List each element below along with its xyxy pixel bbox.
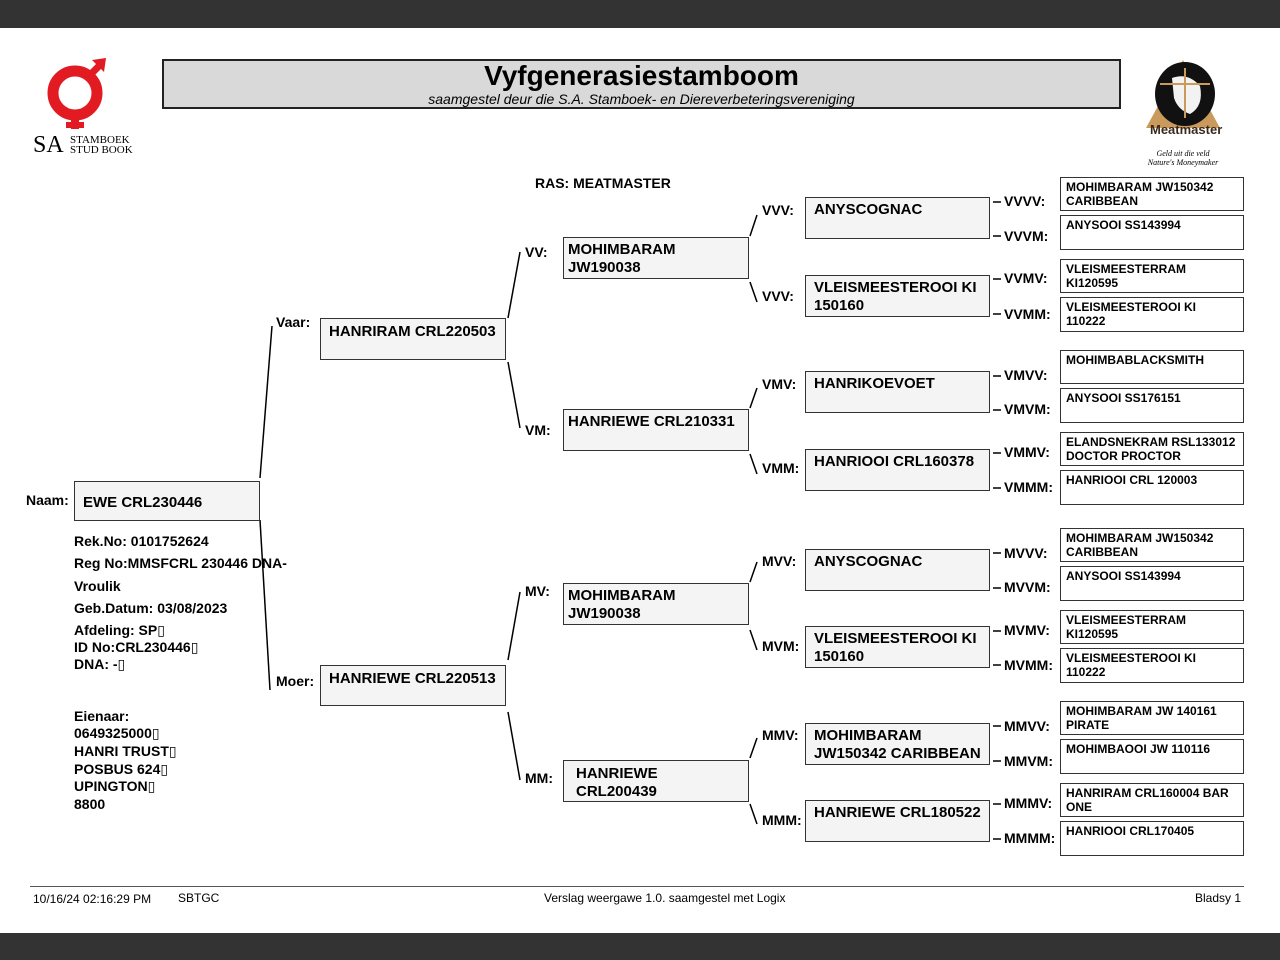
footer-report: Verslag weergawe 1.0. saamgestel met Log… [544,891,786,905]
vvv-label: VVV: [762,202,794,218]
vv-box: MOHIMBARAM JW190038 [563,237,749,279]
vvmm-label: VVMM: [1004,306,1051,322]
vvmv-box: VLEISMEESTERRAM KI120595 [1060,259,1244,293]
mvvm-label: MVVM: [1004,579,1051,595]
vmvm-box: ANYSOOI SS176151 [1060,388,1244,423]
vmvv-box: MOHIMBABLACKSMITH [1060,350,1244,384]
footer-page: Bladsy 1 [1195,891,1242,905]
sa-logo-studbook: STUD BOOK [70,144,133,156]
vmm-label: VMM: [762,460,800,476]
sa-logo-stamboek: STAMBOEK [70,134,130,146]
report-title: Vyfgenerasiestamboom [484,60,799,91]
mmm-label: MMM: [762,812,802,828]
mvvv-box: MOHIMBARAM JW150342 CARIBBEAN [1060,528,1244,562]
vmm-box: HANRIOOI CRL160378 [805,449,990,491]
vvvv-box: MOHIMBARAM JW150342 CARIBBEAN [1060,177,1244,211]
mm-box: HANRIEWE CRL200439 [563,760,749,802]
report-subtitle: saamgestel deur die S.A. Stamboek- en Di… [428,91,855,107]
sire-box: HANRIRAM CRL220503 [320,318,506,360]
mvm-label: MVM: [762,638,800,654]
reg-no: Reg No:MMSFCRL 230446 DNA- [74,555,287,571]
vm-box: HANRIEWE CRL210331 [563,409,749,451]
vv-label: VV: [525,244,548,260]
owner-phone: 0649325000▯ [74,725,160,741]
mmv-box: MOHIMBARAM JW150342 CARIBBEAN [805,723,990,765]
owner-box: POSBUS 624▯ [74,761,169,777]
birth-date: Geb.Datum: 03/08/2023 [74,600,228,616]
vvm-box: VLEISMEESTEROOI KI 150160 [805,275,990,317]
naam-label: Naam: [26,492,69,508]
owner-postcode: 8800 [74,796,106,812]
mmmv-label: MMMV: [1004,795,1053,811]
vmv-box: HANRIKOEVOET [805,371,990,413]
dam-box: HANRIEWE CRL220513 [320,665,506,706]
mmmm-label: MMMM: [1004,830,1056,846]
vvvm-box: ANYSOOI SS143994 [1060,215,1244,250]
vvvm-label: VVVM: [1004,228,1049,244]
vvvv-label: VVVV: [1004,193,1046,209]
viewer-bottom-bar [0,933,1280,960]
vvv-box: ANYSCOGNAC [805,197,990,239]
subject-animal-box: EWE CRL230446 [74,481,260,521]
mmvv-box: MOHIMBARAM JW 140161 PIRATE [1060,701,1244,735]
meatmaster-tagline-1: Geld uit die veld [1156,149,1210,158]
vmmv-box: ELANDSNEKRAM RSL133012 DOCTOR PROCTOR [1060,432,1244,466]
owner-label: Eienaar: [74,708,130,724]
footer-datetime: 10/16/24 02:16:29 PM [33,892,152,906]
meatmaster-tagline-2: Nature's Moneymaker [1147,158,1219,167]
department: Afdeling: SP▯ [74,622,165,638]
mvmm-label: MVMM: [1004,657,1053,673]
mmv-label: MMV: [762,727,799,743]
meatmaster-brand-text: Meatmaster [1150,122,1222,137]
mvm-box: VLEISMEESTEROOI KI 150160 [805,626,990,668]
vmmm-box: HANRIOOI CRL 120003 [1060,470,1244,505]
vmmv-label: VMMV: [1004,444,1050,460]
sa-logo-text: SA [33,132,64,158]
owner-town: UPINGTON▯ [74,778,156,794]
vvmv-label: VVMV: [1004,270,1048,286]
mmmv-box: HANRIRAM CRL160004 BAR ONE [1060,783,1244,817]
viewer-top-bar [0,0,1280,28]
vmmm-label: VMMM: [1004,479,1053,495]
rek-no: Rek.No: 0101752624 [74,533,209,549]
vaar-label: Vaar: [276,314,311,330]
mmvm-label: MMVM: [1004,753,1053,769]
sa-studbook-logo [47,58,106,129]
dna: DNA: -▯ [74,656,126,672]
mvv-box: ANYSCOGNAC [805,549,990,591]
meatmaster-logo: Meatmaster Geld uit die veld Nature's Mo… [1138,58,1228,168]
vm-label: VM: [525,422,551,438]
sa-logo-small-text: STAMBOEK STUD BOOK [70,134,133,156]
vmvv-label: VMVV: [1004,367,1048,383]
sex: Vroulik [74,578,121,594]
owner-name: HANRI TRUST▯ [74,743,177,759]
mv-box: MOHIMBARAM JW190038 [563,583,749,625]
mmvv-label: MMVV: [1004,718,1050,734]
mvmm-box: VLEISMEESTEROOI KI 110222 [1060,648,1244,683]
vvm-label: VVV: [762,288,794,304]
mmmm-box: HANRIOOI CRL170405 [1060,821,1244,856]
mvvm-box: ANYSOOI SS143994 [1060,566,1244,601]
report-header: Vyfgenerasiestamboom saamgestel deur die… [162,59,1121,109]
breed-label: RAS: MEATMASTER [535,175,671,191]
footer-divider [30,886,1244,887]
mvmv-box: VLEISMEESTERRAM KI120595 [1060,610,1244,644]
vvmm-box: VLEISMEESTEROOI KI 110222 [1060,297,1244,332]
footer-org: SBTGC [178,891,220,905]
mm-label: MM: [525,770,553,786]
mmm-box: HANRIEWE CRL180522 [805,800,990,842]
mmvm-box: MOHIMBAOOI JW 110116 [1060,739,1244,774]
mvmv-label: MVMV: [1004,622,1050,638]
vmvm-label: VMVM: [1004,401,1051,417]
mvv-label: MVV: [762,553,797,569]
meatmaster-emblem-icon: Meatmaster [1146,60,1222,137]
mvvv-label: MVVV: [1004,545,1048,561]
mv-label: MV: [525,583,550,599]
moer-label: Moer: [276,673,315,689]
id-no: ID No:CRL230446▯ [74,639,199,655]
vmv-label: VMV: [762,376,797,392]
